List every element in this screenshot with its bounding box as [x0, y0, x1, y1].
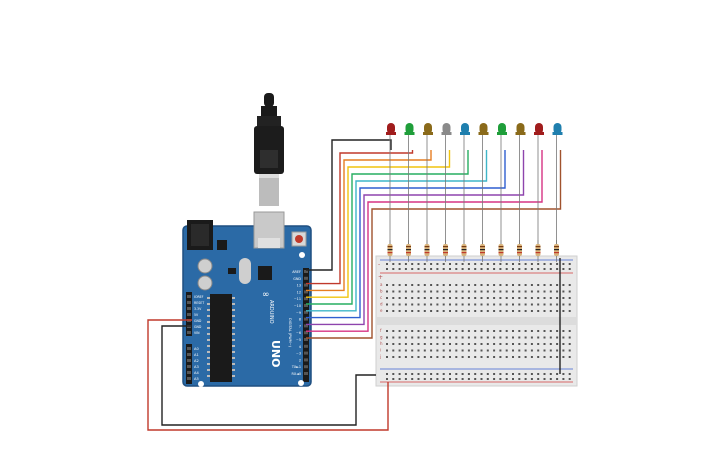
digital-pin-label: 12 — [297, 290, 301, 294]
digital-pin-labels: AREF GND 13 12 ~11 ~10 ~9 8 7 ~6 ~5 4 ~3 2TX►1RX◄0 — [291, 270, 308, 376]
resistor[interactable] — [424, 240, 430, 262]
power-pin-label: 3.3V — [194, 307, 202, 311]
analog-pin-label: A1 — [194, 353, 199, 357]
brand-label: ARDUINO — [268, 300, 274, 324]
digital-pin-label: 7 — [299, 324, 301, 328]
resistor[interactable] — [554, 240, 559, 262]
analog-pin-label: A0 — [194, 347, 199, 351]
signal-wire — [306, 150, 414, 285]
analog-pin-label: A2 — [194, 359, 199, 363]
led[interactable] — [441, 123, 452, 135]
power-pin-label: IOREF — [194, 295, 204, 299]
rail-minus-label: - — [378, 261, 380, 268]
row-letter: i — [380, 348, 381, 353]
power-pin-label: 5V — [194, 313, 199, 317]
power-pin-label: RESET — [194, 301, 204, 305]
row-letter: f — [380, 328, 382, 333]
led[interactable] — [552, 123, 563, 135]
ground-wire-return — [161, 325, 376, 426]
resistor[interactable] — [406, 240, 411, 262]
digital-pin-label: ~3 — [296, 352, 301, 356]
breadboard-holes — [386, 263, 571, 380]
resistor[interactable] — [443, 240, 448, 262]
signal-wire — [306, 150, 469, 305]
signal-wire — [306, 150, 506, 319]
analog-pin-label: A4 — [194, 371, 199, 375]
led[interactable] — [404, 123, 415, 135]
row-letter: c — [380, 295, 382, 300]
power-pin-label: GND — [194, 319, 202, 323]
resistor[interactable] — [461, 240, 467, 262]
chip-pins — [207, 297, 235, 377]
led[interactable] — [478, 123, 489, 135]
ground-wire-black — [306, 139, 392, 271]
resistor[interactable] — [535, 240, 541, 262]
led[interactable] — [534, 123, 544, 135]
digital-pin-label: 2 — [299, 358, 301, 362]
digital-pin-label: ~9 — [296, 311, 301, 315]
digital-pin-label: GND — [293, 277, 301, 281]
power-pin-label: VIN — [194, 331, 200, 335]
row-letter: b — [380, 289, 383, 294]
row-letter: e — [380, 308, 383, 313]
power-wires — [147, 139, 561, 431]
digital-pin-label: 4 — [299, 345, 301, 349]
digital-pin-label: 8 — [299, 318, 301, 322]
analog-pin-label: A3 — [194, 365, 199, 369]
rail-plus-label: + — [378, 274, 383, 281]
atmega-chip — [210, 294, 232, 382]
signal-wire — [306, 150, 562, 339]
analog-pin-label: A5 — [194, 377, 199, 381]
digital-pin-label: ~10 — [294, 304, 301, 308]
digital-pin-label: AREF — [292, 270, 301, 274]
arduino-board[interactable]: ARDUINO ∞ UNO DIGITAL (PWM~) IOREF RESET 3… — [182, 211, 312, 387]
model-label: UNO — [269, 340, 282, 368]
led[interactable] — [423, 123, 433, 135]
signal-wires — [306, 150, 562, 339]
digital-header-label: DIGITAL (PWM~) — [288, 318, 292, 348]
row-letter: j — [379, 354, 381, 359]
capacitor — [197, 275, 213, 291]
resistor[interactable] — [480, 240, 485, 262]
led[interactable] — [460, 123, 470, 135]
resistor[interactable] — [387, 240, 393, 262]
signal-wire — [306, 150, 543, 332]
signal-wire — [306, 150, 525, 326]
row-letter: g — [380, 335, 383, 340]
digital-pin-label: TX►1 — [291, 365, 301, 369]
signal-wire — [306, 150, 432, 292]
digital-pin-label: ~5 — [296, 338, 301, 342]
row-letter: d — [380, 302, 383, 307]
led[interactable] — [386, 123, 396, 135]
power-pin-label: GND — [194, 325, 202, 329]
led-row — [386, 123, 563, 250]
led[interactable] — [515, 123, 526, 135]
row-letter: a — [380, 282, 383, 287]
usb-cable[interactable] — [254, 93, 284, 206]
resistor-row — [387, 240, 559, 262]
digital-pin-label: ~6 — [296, 331, 301, 335]
power-wire-red — [147, 319, 389, 431]
signal-wire — [306, 150, 451, 298]
resistor[interactable] — [498, 240, 504, 262]
resistor[interactable] — [517, 240, 522, 262]
digital-pin-label: 13 — [297, 284, 301, 288]
row-letter: h — [380, 341, 383, 346]
signal-wire — [306, 150, 488, 312]
analog-header — [186, 344, 192, 384]
crystal — [239, 258, 251, 284]
digital-pin-label: RX◄0 — [292, 372, 301, 376]
capacitor — [197, 258, 213, 274]
power-pin-labels: IOREF RESET 3.3V 5V GND GND VIN — [187, 295, 204, 335]
led[interactable] — [497, 123, 507, 135]
digital-pin-label: ~11 — [294, 297, 301, 301]
infinity-logo-icon: ∞ — [262, 290, 270, 300]
